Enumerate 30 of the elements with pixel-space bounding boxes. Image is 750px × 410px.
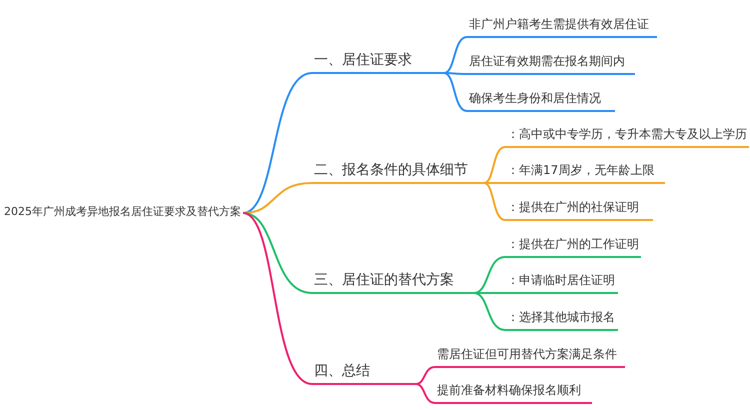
connector bbox=[242, 212, 312, 294]
branch-topic: 四、总结 bbox=[312, 361, 416, 385]
connector bbox=[444, 72, 468, 112]
leaf-topic: 居住证有效期需在报名期间内 bbox=[467, 51, 635, 75]
leaf-topic: ：提供在广州的社保证明 bbox=[505, 197, 653, 221]
leaf-topic: ：提供在广州的工作证明 bbox=[505, 234, 641, 258]
connector bbox=[444, 72, 467, 75]
leaf-topic: 确保考生身份和居住情况 bbox=[467, 88, 615, 112]
connector bbox=[484, 182, 505, 184]
connector bbox=[484, 146, 506, 184]
leaf-topic: 需居住证但可用替代方案满足条件 bbox=[435, 344, 625, 368]
leaf-topic: ：年满17周岁，无年龄上限 bbox=[505, 160, 665, 184]
connector bbox=[242, 72, 312, 214]
leaf-topic: 提前准备材料确保报名顺利 bbox=[435, 380, 592, 404]
connector bbox=[444, 36, 468, 74]
leaf-topic: ：高中或中专学历，专升本需大专及以上学历 bbox=[505, 124, 749, 148]
connector bbox=[474, 256, 506, 294]
leaf-topic: ：选择其他城市报名 bbox=[505, 307, 618, 331]
branch-topic: 三、居住证的替代方案 bbox=[312, 270, 474, 294]
leaf-topic: ：申请临时居住证明 bbox=[505, 270, 618, 294]
connector bbox=[416, 383, 436, 404]
branch-topic: 二、报名条件的具体细节 bbox=[312, 160, 484, 184]
connector bbox=[416, 366, 436, 385]
connector bbox=[242, 212, 312, 385]
root-topic: 2025年广州成考异地报名居住证要求及替代方案 bbox=[2, 202, 243, 224]
connector bbox=[484, 182, 506, 221]
connector bbox=[474, 292, 505, 294]
connector bbox=[474, 292, 506, 331]
leaf-topic: 非广州户籍考生需提供有效居住证 bbox=[467, 14, 657, 38]
branch-topic: 一、居住证要求 bbox=[312, 50, 444, 74]
